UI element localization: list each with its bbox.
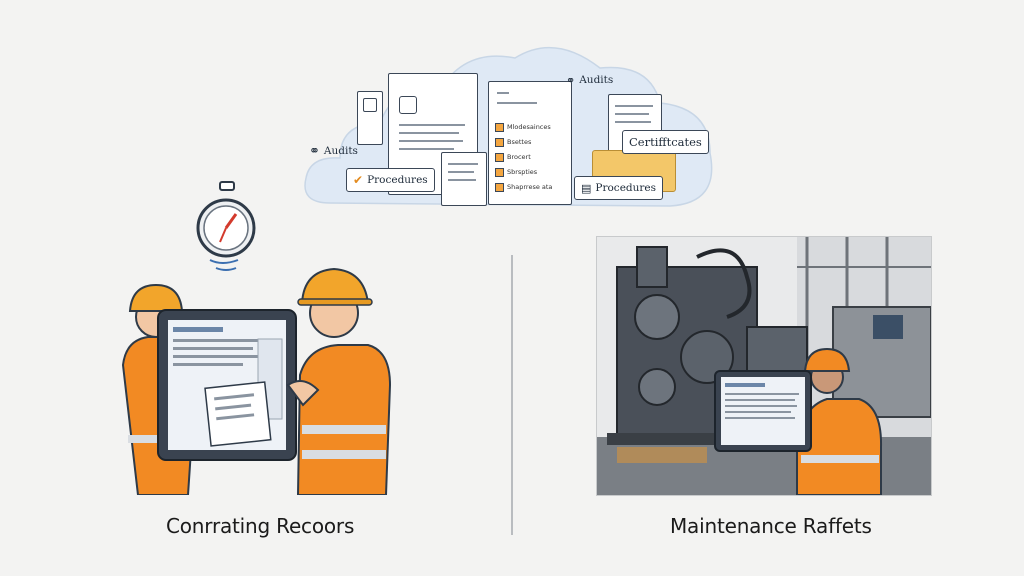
certificates-tag: Certifftcates xyxy=(622,130,709,154)
checklist-item: Bsettes xyxy=(507,138,532,146)
small-document xyxy=(441,152,487,206)
stopwatch-icon xyxy=(192,180,262,280)
link-icon: ⚭ xyxy=(566,73,576,87)
audits-tag-left: ⚭ Audits xyxy=(303,140,364,162)
link-icon: ⚭ xyxy=(309,143,320,159)
audits-label: Audits xyxy=(579,74,614,86)
procedures-tag-left: ✔ Procedures xyxy=(346,168,435,192)
procedures-tag-right: ▤ Procedures xyxy=(574,176,664,200)
workers-reviewing-tablet-illustration xyxy=(118,255,418,496)
procedures-label: Procedures xyxy=(367,174,428,186)
checklist: Mlodesainces Bsettes Brocert Sbrspties S… xyxy=(495,120,565,195)
audits-tag-top: ⚭ Audits xyxy=(560,70,619,90)
checklist-item: Mlodesainces xyxy=(507,123,551,131)
maintenance-machine-illustration xyxy=(596,236,932,496)
checklist-document: Mlodesainces Bsettes Brocert Sbrspties S… xyxy=(488,81,572,205)
checklist-item: Sbrspties xyxy=(507,168,538,176)
checklist-item: Shaprrese ata xyxy=(507,183,553,191)
procedures-label: Procedures xyxy=(595,182,657,194)
section-divider xyxy=(511,255,513,535)
checklist-item: Brocert xyxy=(507,153,531,161)
certificates-label: Certifftcates xyxy=(629,135,702,149)
right-caption: Maintenance Raffets xyxy=(670,514,872,538)
profile-document-icon xyxy=(357,91,383,145)
checkmark-icon: ✔ xyxy=(353,173,364,187)
left-caption: Conrrating Recoors xyxy=(166,514,355,538)
document-icon: ▤ xyxy=(581,181,592,195)
audits-label: Audits xyxy=(323,145,358,157)
